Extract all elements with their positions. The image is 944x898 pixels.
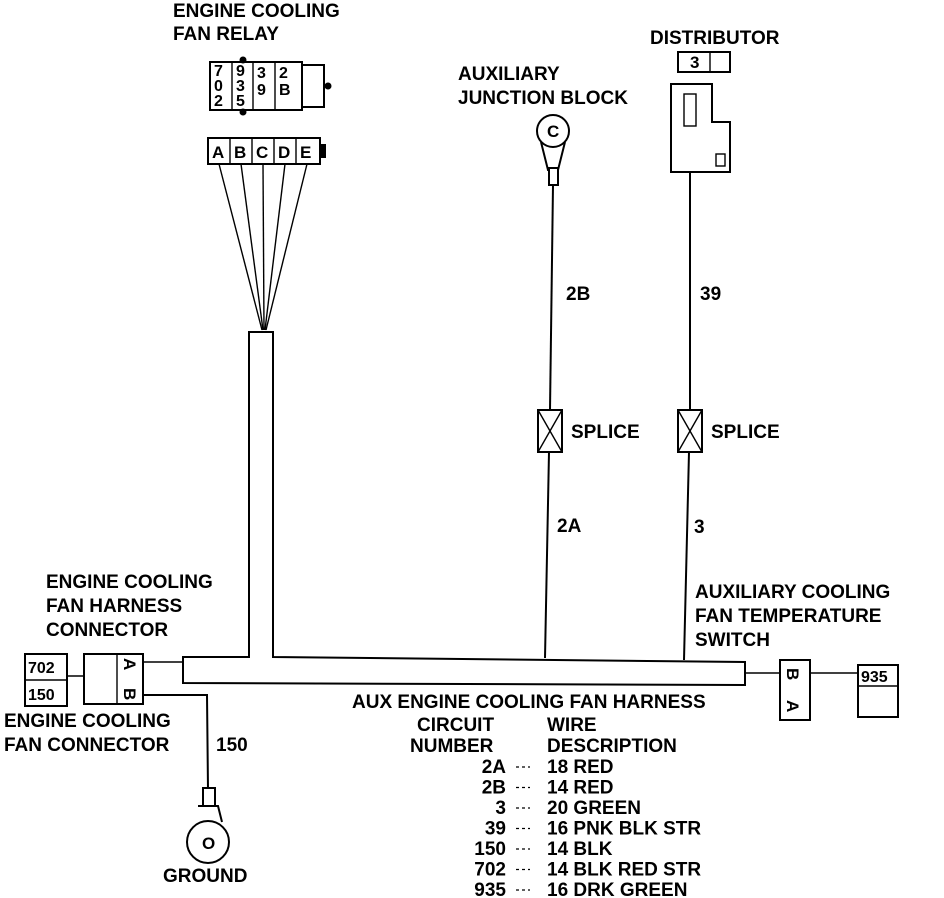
- wire-2b: [549, 184, 554, 411]
- relay-cav-1-1: 7: [214, 63, 223, 80]
- legend-circuit-2b: 2B: [482, 778, 506, 799]
- splice-left-label: SPLICE: [571, 422, 640, 443]
- harness-connector-pin-b: B: [120, 688, 139, 700]
- relay-cav-4-1: 2: [279, 65, 288, 82]
- distributor-connector: 3: [677, 51, 731, 73]
- legend-circuit-3: 3: [495, 798, 506, 819]
- legend-header-circuit-2: NUMBER: [410, 736, 494, 757]
- wire-2b-label: 2B: [566, 284, 590, 305]
- legend-circuit-39: 39: [485, 819, 506, 840]
- legend-desc-2b: 14 RED: [547, 778, 614, 799]
- wire-2a: [544, 451, 550, 659]
- legend-header-wire-2: DESCRIPTION: [547, 736, 677, 757]
- legend-header-circuit-1: CIRCUIT: [417, 715, 494, 736]
- relay-title-line2: FAN RELAY: [173, 24, 279, 45]
- fan-connector-line1: ENGINE COOLING: [4, 711, 171, 732]
- harness-label: AUX ENGINE COOLING FAN HARNESS: [352, 692, 706, 713]
- fan-connector-line2: FAN CONNECTOR: [4, 735, 170, 756]
- relay-cav-1-2: 0: [214, 78, 223, 95]
- relay-cav-4-2: B: [279, 82, 291, 99]
- relay-pin-a: A: [212, 143, 224, 162]
- relay-cav-3-1: 3: [257, 65, 266, 82]
- splice-right-label: SPLICE: [711, 422, 780, 443]
- wire-39-label: 39: [700, 284, 721, 305]
- relay-cav-3-2: 9: [257, 82, 266, 99]
- relay-pin-d: D: [278, 143, 290, 162]
- distributor-cavity: 3: [690, 53, 699, 72]
- relay-pin-e: E: [300, 143, 311, 162]
- relay-pin-c: C: [256, 143, 268, 162]
- wire-3: [683, 451, 690, 661]
- temp-switch-cavity-block: 935: [857, 664, 899, 718]
- relay-pin-dot: [324, 82, 332, 90]
- legend-desc-3: 20 GREEN: [547, 798, 641, 819]
- legend-desc-702: 14 BLK RED STR: [547, 860, 701, 881]
- temp-switch-line3: SWITCH: [695, 630, 770, 651]
- legend-rows: 2A 18 RED 2B 14 RED 3 20 GREEN 39 16 PNK BLK ST…: [474, 757, 701, 898]
- distributor-body: [670, 83, 731, 173]
- relay-connector-body: [207, 137, 321, 165]
- aux-junction-terminal: C: [536, 114, 570, 186]
- wire-3-label: 3: [694, 517, 705, 538]
- temp-switch-line2: FAN TEMPERATURE: [695, 606, 881, 627]
- aux-harness-trunk: [182, 331, 746, 687]
- ground-terminal: O: [186, 787, 230, 864]
- temp-switch-pin-a: A: [783, 700, 802, 712]
- aux-junction-line2: JUNCTION BLOCK: [458, 88, 628, 109]
- aux-junction-line1: AUXILIARY: [458, 64, 560, 85]
- harness-connector-line2: FAN HARNESS: [46, 596, 182, 617]
- relay-pin-b: B: [234, 143, 246, 162]
- temp-switch-cavity: 935: [861, 669, 888, 686]
- relay-cav-2-2: 3: [236, 78, 245, 95]
- fan-relay: 7 0 2 9 3 5 3 9 2 B: [209, 56, 332, 116]
- fan-connector-cav-150: 150: [28, 687, 55, 704]
- relay-latch: [301, 64, 325, 108]
- relay-cav-1-3: 2: [214, 93, 223, 110]
- wire-150-label: 150: [216, 735, 248, 756]
- wire-150: [143, 694, 209, 791]
- wire-2a-label: 2A: [557, 516, 582, 537]
- legend-desc-39: 16 PNK BLK STR: [547, 819, 701, 840]
- relay-cav-2-1: 9: [236, 63, 245, 80]
- distributor-title: DISTRIBUTOR: [650, 28, 780, 49]
- ground-terminal-label: O: [202, 834, 215, 853]
- harness-connector-line1: ENGINE COOLING: [46, 572, 213, 593]
- relay-title-line1: ENGINE COOLING: [173, 1, 340, 22]
- legend-header-wire-1: WIRE: [547, 715, 597, 736]
- legend-circuit-150: 150: [474, 839, 506, 860]
- relay-body: [209, 61, 303, 111]
- temp-switch-connector: [779, 659, 811, 721]
- wire-legend: CIRCUIT NUMBER WIRE DESCRIPTION 2A 18 RED…: [410, 715, 701, 898]
- harness-connector-line3: CONNECTOR: [46, 620, 168, 641]
- temp-switch-line1: AUXILIARY COOLING: [695, 582, 890, 603]
- splice-right: [677, 409, 703, 453]
- legend-desc-150: 14 BLK: [547, 839, 613, 860]
- relay-fan-wires: [218, 163, 308, 331]
- aux-junction-terminal-label: C: [547, 122, 559, 141]
- ground-label: GROUND: [163, 866, 247, 887]
- harness-connector-pin-a: A: [120, 658, 139, 670]
- legend-circuit-2a: 2A: [482, 757, 507, 778]
- fan-harness-connector: A B: [83, 653, 144, 705]
- relay-cav-2-3: 5: [236, 93, 245, 110]
- legend-desc-2a: 18 RED: [547, 757, 614, 778]
- legend-circuit-935: 935: [474, 880, 506, 898]
- fan-connector-cav-702: 702: [28, 660, 55, 677]
- fan-connector-cavities: 702 150: [24, 653, 68, 707]
- relay-connector: A B C D E: [207, 137, 326, 165]
- temp-switch-pin-b: B: [783, 668, 802, 680]
- legend-desc-935: 16 DRK GREEN: [547, 880, 687, 898]
- splice-left: [537, 409, 563, 453]
- legend-circuit-702: 702: [474, 860, 506, 881]
